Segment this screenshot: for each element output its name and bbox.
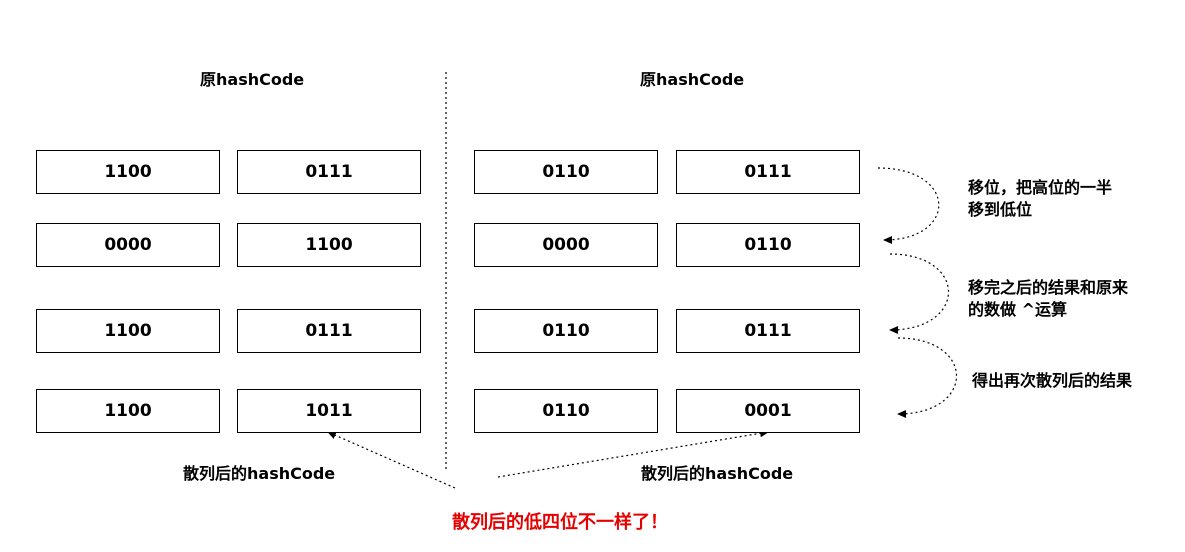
annotation-xor-line2: 的数做 ^运算 [968,300,1067,319]
annotation-shift: 移位，把高位的一半 移到低位 [968,177,1112,221]
curved-arrow-3 [897,337,958,418]
right-row4-low: 0001 [676,389,860,433]
pointer-arrow-right [497,429,769,478]
left-row2-high: 0000 [36,223,220,267]
right-title: 原hashCode [640,70,745,89]
left-row4-high: 1100 [36,389,220,433]
right-row3-low: 0111 [676,309,860,353]
annotation-xor: 移完之后的结果和原来 的数做 ^运算 [968,277,1128,321]
annotation-shift-line1: 移位，把高位的一半 [968,178,1113,197]
annotation-xor-line1: 移完之后的结果和原来 [968,278,1129,297]
left-row2-low: 1100 [237,223,421,267]
right-row4-high: 0110 [474,389,658,433]
left-row3-low: 0111 [237,309,421,353]
right-row2-low: 0110 [676,223,860,267]
right-row2-high: 0000 [474,223,658,267]
right-result-label: 散列后的hashCode [641,464,794,483]
pointer-arrow-left [327,431,456,489]
left-result-label: 散列后的hashCode [183,464,336,483]
left-row3-high: 1100 [36,309,220,353]
left-row1-low: 0111 [237,150,421,194]
annotation-result-line1: 得出再次散列后的结果 [972,371,1133,390]
right-row1-low: 0111 [676,150,860,194]
left-row1-high: 1100 [36,150,220,194]
footer-conclusion: 散列后的低四位不一样了！ [452,512,668,533]
annotation-shift-line2: 移到低位 [968,200,1033,219]
annotation-result: 得出再次散列后的结果 [972,370,1132,392]
curved-arrow-1 [877,167,940,244]
curved-arrow-2 [889,253,950,334]
left-title: 原hashCode [200,70,305,89]
right-row3-high: 0110 [474,309,658,353]
right-row1-high: 0110 [474,150,658,194]
left-row4-low: 1011 [237,389,421,433]
